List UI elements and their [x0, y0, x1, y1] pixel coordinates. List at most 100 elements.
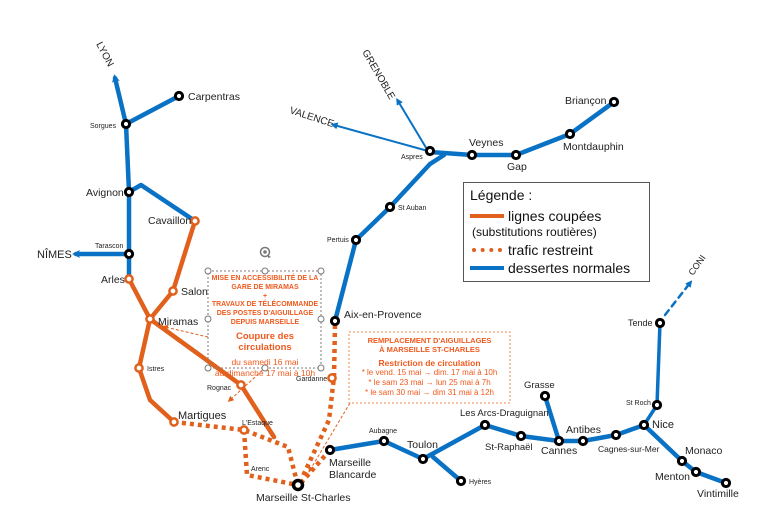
resize-handle[interactable] [204, 267, 212, 275]
label-pertuis: Pertuis [327, 237, 349, 244]
label-cavaillon: Cavaillon [148, 215, 191, 227]
station-gardanne [327, 373, 337, 383]
note-miramas-line2: GARE DE MIRAMAS [231, 283, 299, 291]
line-arles-rognac-lestaque [126, 276, 277, 440]
station-gap [510, 149, 522, 161]
line-toulon-hyeres [430, 454, 464, 484]
label-arles: Arles [101, 274, 125, 286]
note-miramas-date2: au dimanche 17 mai à 10h [214, 367, 316, 378]
line-aix-gardanne-stcharles [299, 324, 338, 479]
station-miramas [145, 314, 155, 324]
line-martigues-stcharles [173, 419, 299, 479]
legend-item-restricted: trafic restreint [470, 241, 643, 259]
resize-handle[interactable] [204, 364, 212, 372]
note-miramas-plus: + [262, 292, 268, 300]
restricted-lines [173, 324, 338, 488]
label-sorgues: Sorgues [90, 123, 117, 130]
station-lestaque [239, 425, 249, 435]
resize-handle[interactable] [317, 267, 325, 275]
line-blancarde-stcharles [298, 448, 332, 486]
station-sorgues [120, 118, 132, 130]
direction-grenoble: GRENOBLE [359, 48, 396, 102]
station-menton [690, 466, 702, 478]
label-monaco: Monaco [685, 445, 723, 457]
legend-label-restricted: trafic restreint [508, 242, 593, 258]
note-miramas-frame[interactable] [204, 246, 325, 372]
station-antibes [577, 435, 589, 447]
note-marseille-date-1: * le sam 23 mai → lun 25 mai à 7h [368, 378, 491, 388]
note-miramas-line1: MISE EN ACCESSIBILITÉ DE LA [211, 275, 319, 282]
station-pertuis [350, 234, 362, 246]
label-cagnes: Cagnes-sur-Mer [598, 444, 660, 454]
station-rognac [236, 380, 246, 390]
station-tarascon [123, 248, 135, 260]
line-veynes-briancon [469, 99, 617, 158]
legend-item-cut: lignes coupées [470, 207, 643, 225]
legend-swatch-restricted [472, 248, 502, 252]
label-cannes: Cannes [541, 445, 577, 457]
note-miramas-line4: DES POSTES D'AIGUILLAGE [216, 310, 314, 317]
resize-handle[interactable] [261, 364, 269, 372]
legend-swatch-cut [470, 214, 504, 218]
line-cavaillon-salon-miramas [147, 218, 198, 322]
station-marseille-st-charles [291, 478, 305, 492]
stations-major [120, 90, 732, 492]
note-marseille: REMPLACEMENT D'AIGUILLAGES À MARSEILLE S… [349, 336, 510, 398]
label-carpentras: Carpentras [188, 91, 240, 103]
station-veynes [466, 149, 478, 161]
label-marseille-st-charles: Marseille St-Charles [256, 492, 351, 504]
line-tende-coni [663, 280, 693, 317]
label-st-auban: St Auban [398, 205, 427, 212]
station-avignon [123, 186, 135, 198]
station-aspres [424, 145, 436, 157]
line-sorgues-lyon [112, 74, 129, 127]
label-briancon: Briançon [565, 95, 607, 107]
line-nice-vintimille [641, 422, 729, 486]
station-monaco [676, 455, 688, 467]
note-miramas-date1: du samedi 16 mai [231, 357, 299, 368]
station-montdauphin [564, 128, 576, 140]
label-hyeres: Hyères [469, 479, 492, 486]
legend-title: Légende : [470, 187, 533, 203]
label-arenc: Arenc [251, 466, 270, 473]
note-miramas-line3: TRAVAUX DE TÉLÉCOMMANDE [211, 301, 319, 309]
label-aubagne: Aubagne [369, 428, 397, 435]
label-nice: Nice [652, 419, 674, 431]
station-carpentras [173, 90, 185, 102]
station-aubagne [378, 435, 390, 447]
station-istres [134, 363, 144, 373]
station-cagnes [610, 429, 622, 441]
label-marseille-blancarde-1: Marseille [329, 457, 371, 469]
label-avignon: Avignon [86, 187, 124, 199]
label-rognac: Rognac [207, 385, 232, 392]
station-martigues [169, 417, 179, 427]
rotate-handle-icon[interactable] [259, 246, 272, 259]
note-marseille-date-2: * le sam 30 mai → dim 31 mai à 12h [365, 388, 494, 398]
label-les-arcs: Les Arcs-Draguignan [460, 408, 549, 419]
station-hyeres [455, 475, 467, 487]
label-st-roch: St Roch [626, 400, 651, 407]
station-nice [638, 419, 650, 431]
note-miramas-line5: DEPUIS MARSEILLE [230, 318, 300, 326]
line-grasse-cannes [542, 393, 562, 444]
resize-handle[interactable] [261, 267, 269, 275]
leader-miramas [162, 324, 209, 338]
label-toulon: Toulon [407, 439, 438, 451]
station-st-roch [651, 399, 663, 411]
resize-handle[interactable] [317, 364, 325, 372]
label-aspres: Aspres [401, 154, 423, 161]
station-cannes [553, 435, 565, 447]
label-antibes: Antibes [566, 424, 601, 436]
resize-handle[interactable] [317, 315, 325, 323]
line-miramas-istres-martigues [136, 316, 177, 425]
note-marseille-frame [348, 331, 511, 404]
label-vintimille: Vintimille [697, 488, 739, 500]
resize-handle[interactable] [204, 315, 212, 323]
direction-valence: VALENCE [288, 105, 335, 130]
line-sorgues-carpentras [123, 93, 182, 127]
direction-nimes: NÎMES [37, 248, 72, 261]
note-marseille-date-0: * le vend. 15 mai → dim. 17 mai à 10h [361, 368, 498, 378]
station-les-arcs [479, 419, 491, 431]
note-marseille-line2: À MARSEILLE ST-CHARLES [379, 345, 480, 355]
